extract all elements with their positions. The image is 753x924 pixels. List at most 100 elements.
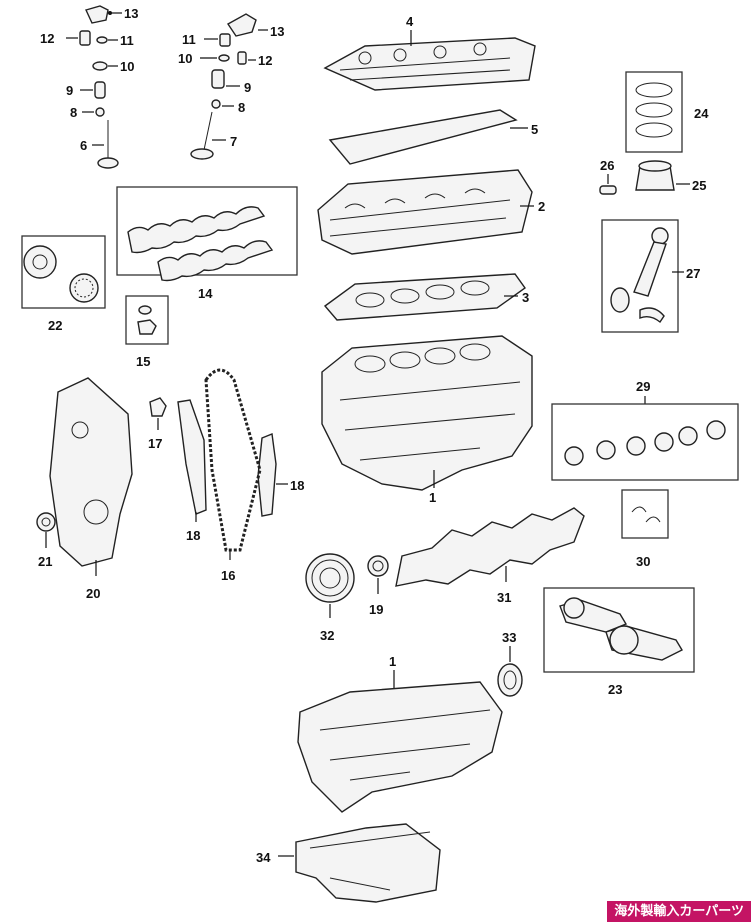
main-bearings-box [551, 403, 739, 481]
rod-cap [639, 307, 665, 324]
callout-12-right: 12 [258, 53, 272, 68]
rocker-arm-13-right [226, 13, 257, 37]
rocker-arm-13-left [85, 5, 109, 24]
front-crank-seal [36, 512, 56, 532]
callout-13-right: 13 [270, 24, 284, 39]
head-gasket [323, 273, 526, 321]
callout-24: 24 [694, 106, 709, 121]
callout-4: 4 [406, 14, 414, 29]
main-bearings-group: 29 [551, 379, 739, 481]
sprocket-box [21, 235, 106, 309]
tensioner-group: 17 [148, 397, 167, 451]
callout-18-left: 18 [186, 528, 200, 543]
camshaft-box [116, 186, 298, 276]
callout-8-left: 8 [70, 105, 77, 120]
callout-1-block: 1 [429, 490, 436, 505]
head-gasket-group: 3 [323, 273, 529, 321]
retainer-11-left [96, 36, 108, 44]
callout-11-left: 11 [120, 33, 134, 48]
balancer-group: 23 [543, 587, 695, 697]
callout-26: 26 [600, 158, 614, 173]
valve-seal-8-left [95, 107, 105, 117]
callout-20: 20 [86, 586, 100, 601]
engine-block-group: 1 [321, 335, 533, 505]
lash-adjuster-11-right [219, 33, 231, 47]
callout-29: 29 [636, 379, 650, 394]
callout-18-right: 18 [290, 478, 304, 493]
cover-gasket-group: 5 [328, 109, 538, 165]
cylinder-head [317, 169, 533, 255]
vvt-actuator [23, 245, 57, 279]
callout-13-left: 13 [124, 6, 138, 21]
chain-guide-left [177, 399, 207, 515]
callout-1-lower: 1 [389, 654, 396, 669]
camshaft-group: 14 [116, 186, 298, 301]
crankshaft-pulley [305, 553, 355, 603]
valve-cover-group: 4 [323, 14, 536, 91]
timing-chain-group: 16 [204, 368, 262, 583]
valve-spring-9-right [211, 69, 225, 89]
crankshaft-sprocket [367, 555, 389, 577]
lower-crankcase-group: 1 [297, 654, 503, 813]
callout-5: 5 [531, 122, 538, 137]
callout-3: 3 [522, 290, 529, 305]
callout-16: 16 [221, 568, 235, 583]
lower-crankcase [297, 681, 503, 813]
connecting-rod-box [601, 219, 679, 333]
callout-8-right: 8 [238, 100, 245, 115]
valve-seal-8-right [211, 99, 221, 109]
rear-main-seal [497, 663, 523, 697]
callout-32: 32 [320, 628, 334, 643]
callout-25: 25 [692, 178, 706, 193]
crank-pulley-group: 32 [305, 553, 355, 643]
intake-camshaft [127, 206, 266, 254]
callout-17: 17 [148, 436, 162, 451]
spring-seat-10-left [92, 61, 108, 71]
retainer-10-right [218, 54, 230, 62]
oil-pan [295, 823, 441, 903]
callout-15: 15 [136, 354, 150, 369]
thrust-washers-box [621, 489, 669, 539]
callout-22: 22 [48, 318, 62, 333]
chain-guide-group: 18 18 [177, 399, 304, 543]
valve-7 [190, 148, 214, 160]
engine-block [321, 335, 533, 491]
piston-pin [599, 185, 617, 195]
callout-33: 33 [502, 630, 516, 645]
valve-train-left: 13 12 11 10 9 8 6 [40, 5, 138, 169]
callout-9-right: 9 [244, 80, 251, 95]
piston-group: 25 26 [599, 158, 706, 195]
callout-30: 30 [636, 554, 650, 569]
lash-adjuster-12-right [237, 51, 247, 65]
callout-31: 31 [497, 590, 511, 605]
chain-tensioner [149, 397, 167, 417]
valve-train-right: 13 11 10 12 9 8 7 [178, 13, 284, 160]
valve-cover-gasket [328, 109, 518, 165]
rod-bearing [610, 287, 630, 313]
timing-chain [204, 368, 262, 552]
callout-27: 27 [686, 266, 700, 281]
callout-7: 7 [230, 134, 237, 149]
callout-34: 34 [256, 850, 271, 865]
callout-9-left: 9 [66, 83, 73, 98]
lash-adjuster-12-left [79, 30, 91, 46]
cam-sprocket-group: 22 [21, 235, 106, 333]
callout-6: 6 [80, 138, 87, 153]
rear-seal-group: 33 [497, 630, 523, 697]
bolt-kit-group: 15 [125, 295, 169, 369]
crank-sprocket-group: 19 [367, 555, 389, 617]
callout-11-right: 11 [182, 32, 196, 47]
timing-cover [49, 377, 133, 567]
callout-19: 19 [369, 602, 383, 617]
oil-pan-group: 34 [256, 823, 441, 903]
cylinder-head-group: 2 [317, 169, 545, 255]
piston-rings-box [625, 71, 683, 153]
bolt-kit-box [125, 295, 169, 345]
callout-21: 21 [38, 554, 52, 569]
front-seal-group: 21 [36, 512, 56, 569]
callout-2: 2 [538, 199, 545, 214]
connecting-rod [633, 241, 667, 297]
callout-23: 23 [608, 682, 622, 697]
connecting-rod-group: 27 [601, 219, 700, 333]
